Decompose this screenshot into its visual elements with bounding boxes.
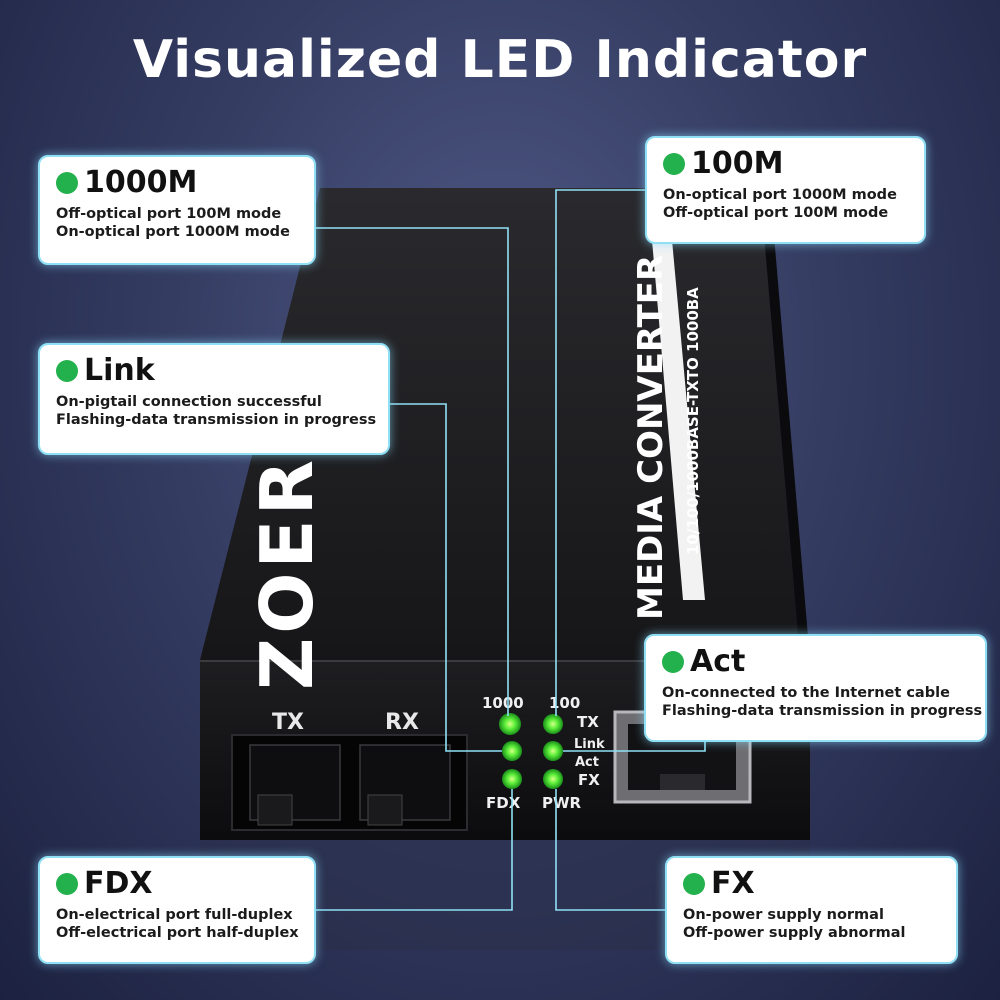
line-fx (555, 789, 665, 911)
product-spec: 10/100/1000BASE-TXTO 1000BA (684, 287, 702, 555)
led-act (543, 741, 563, 761)
led-label-link: Link (574, 737, 605, 752)
callout-title: Act (690, 644, 746, 679)
line-100m (555, 189, 645, 716)
callout-lines (316, 189, 706, 911)
callout-desc-line2: Off-power supply abnormal (683, 925, 906, 941)
callout-fdx: FDX On-electrical port full-duplex Off-e… (38, 856, 316, 964)
callout-100m: 100M On-optical port 1000M mode Off-opti… (645, 136, 926, 244)
led-label-1000: 1000 (482, 694, 524, 712)
green-led-icon (663, 153, 685, 175)
led-label-fdx: FDX (486, 794, 521, 812)
green-led-icon (56, 360, 78, 382)
brand-logo: ZOERI (245, 425, 329, 690)
callout-desc-line1: On-connected to the Internet cable (662, 685, 950, 701)
callout-act: Act On-connected to the Internet cable F… (644, 634, 987, 742)
led-fx (543, 769, 563, 789)
spec-stripe (652, 240, 705, 600)
callout-desc-line2: Flashing-data transmission in progress (662, 703, 983, 719)
led-array (499, 713, 563, 789)
callout-desc-line1: Off-optical port 100M mode (56, 206, 282, 222)
line-fdx (316, 789, 513, 911)
callout-title: 100M (691, 146, 784, 181)
led-fdx (502, 769, 522, 789)
page-title: Visualized LED Indicator (132, 30, 868, 90)
callout-desc-line1: On-electrical port full-duplex (56, 907, 293, 923)
line-1000m (316, 227, 509, 716)
callout-desc-line1: On-power supply normal (683, 907, 884, 923)
callout-1000m: 1000M Off-optical port 100M mode On-opti… (38, 155, 316, 265)
led-label-fx: FX (578, 771, 600, 789)
callout-desc-line1: On-optical port 1000M mode (663, 187, 897, 203)
callout-title: 1000M (84, 165, 198, 200)
green-led-icon (683, 873, 705, 895)
led-label-100: 100 (549, 694, 580, 712)
callout-link: Link On-pigtail connection successful Fl… (38, 343, 390, 455)
led-label-pwr: PWR (542, 794, 582, 812)
green-led-icon (56, 172, 78, 194)
callout-desc-line2: On-optical port 1000M mode (56, 224, 290, 240)
callout-desc-line2: Off-electrical port half-duplex (56, 925, 299, 941)
callout-title: Link (84, 353, 155, 388)
callout-desc-line2: Flashing-data transmission in progress (56, 412, 377, 428)
led-label-act: Act (575, 755, 599, 770)
led-100m (543, 714, 563, 734)
device-side-right (760, 188, 810, 660)
led-link (502, 741, 522, 761)
callout-desc-line2: Off-optical port 100M mode (663, 205, 889, 221)
port-label-rx: RX (385, 710, 419, 735)
callout-title: FDX (84, 866, 153, 901)
green-led-icon (56, 873, 78, 895)
callout-desc-line1: On-pigtail connection successful (56, 394, 322, 410)
port-label-tx: TX (272, 710, 304, 735)
fiber-port (231, 734, 468, 831)
line-link (390, 403, 502, 752)
green-led-icon (662, 651, 684, 673)
device-top-panel (200, 188, 800, 660)
product-name: MEDIA CONVERTER (631, 255, 671, 620)
callout-title: FX (711, 866, 755, 901)
led-1000m (499, 713, 521, 735)
callout-fx: FX On-power supply normal Off-power supp… (665, 856, 958, 964)
led-label-tx: TX (577, 713, 599, 731)
